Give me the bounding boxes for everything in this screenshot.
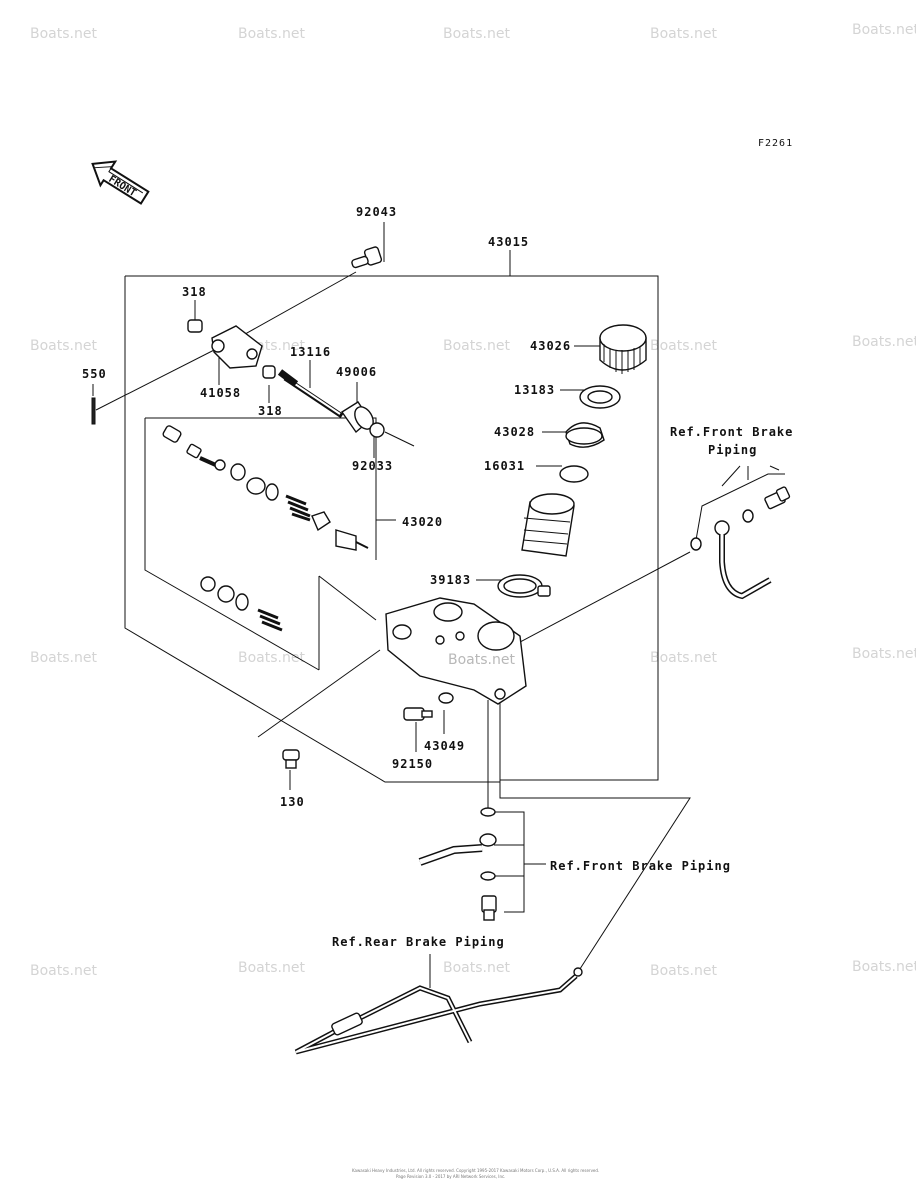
footer-line1: Kawasaki Heavy Industries, Ltd. All righ… [352,1168,599,1173]
piston-kit-43020 [162,425,369,551]
bolt-130 [282,749,300,769]
part-label-130: 130 [280,795,305,809]
assembly-frame [124,250,659,783]
push-rod-13116 [277,369,344,419]
watermark: Boats.net [650,338,717,354]
cap-43026 [599,324,647,374]
ref-rear-brake: Ref.Rear Brake Piping [332,935,505,949]
watermark: Boats.net [852,22,916,38]
part-label-43015: 43015 [488,235,529,249]
part-label-43028: 43028 [494,425,535,439]
washer-43049 [438,692,454,704]
part-label-92043: 92043 [356,205,397,219]
piston-kit-row2 [200,576,283,632]
rear-brake-pipe [294,967,583,1055]
watermark: Boats.net [852,334,916,350]
part-label-43020: 43020 [402,515,443,529]
part-graphics [91,246,791,1055]
watermark: Boats.net [30,963,97,979]
reservoir-tank [521,493,575,557]
ref-front-brake-lower: Ref.Front Brake Piping [550,859,731,873]
front-arrow-icon: FRONT [91,160,150,205]
part-label-41058: 41058 [200,386,241,400]
watermark: Boats.net [238,960,305,976]
center-watermark: Boats.net [448,652,515,668]
nut-318 [187,319,203,333]
watermark: Boats.net [443,960,510,976]
nut-318b [262,365,276,379]
watermark: Boats.net [30,26,97,42]
part-label-92033: 92033 [352,459,393,473]
watermark: Boats.net [852,646,916,662]
diaphragm-43028 [565,422,605,448]
front-brake-parts-lower [418,807,497,921]
part-label-43026: 43026 [530,339,571,353]
float-16031 [559,465,589,483]
watermark: Boats.net [30,650,97,666]
clamp-39183 [497,574,551,598]
part-label-318a: 318 [182,285,207,299]
plate-13183 [579,385,621,409]
watermark: Boats.net [650,26,717,42]
watermark: Boats.net [443,26,510,42]
part-labels: 92043 43015 318 550 41058 318 13116 4900… [82,205,571,809]
pin-550 [91,397,96,425]
ref-front-brake-top-line2: Piping [708,443,757,457]
watermark: Boats.net [852,959,916,975]
figure-code: F2261 [758,138,793,149]
part-label-318b: 318 [258,404,283,418]
watermark: Boats.net [30,338,97,354]
watermark: Boats.net [238,650,305,666]
watermark: Boats.net [238,26,305,42]
front-brake-parts-top [690,486,791,600]
part-label-16031: 16031 [484,459,525,473]
leader-lines [92,222,785,988]
footer-line2: Page Revision 3.0 - 2017 by ARI Network … [396,1174,505,1179]
part-label-39183: 39183 [430,573,471,587]
reference-labels: Ref.Front Brake Piping Ref.Front Brake P… [332,425,793,949]
part-label-550: 550 [82,367,107,381]
clevis-41058 [211,325,263,369]
ref-front-brake-top-line1: Ref.Front Brake [670,425,793,439]
part-label-43049: 43049 [424,739,465,753]
watermark: Boats.net [443,338,510,354]
watermark: Boats.net [650,963,717,979]
part-label-13116: 13116 [290,345,331,359]
part-label-92150: 92150 [392,757,433,771]
bolt-92150 [403,707,433,721]
boot-49006 [341,401,374,434]
master-cylinder-body [385,597,527,705]
circlip-92033 [369,422,385,438]
bolt-92043 [351,246,383,269]
part-label-49006: 49006 [336,365,377,379]
watermark: Boats.net [650,650,717,666]
part-label-13183: 13183 [514,383,555,397]
